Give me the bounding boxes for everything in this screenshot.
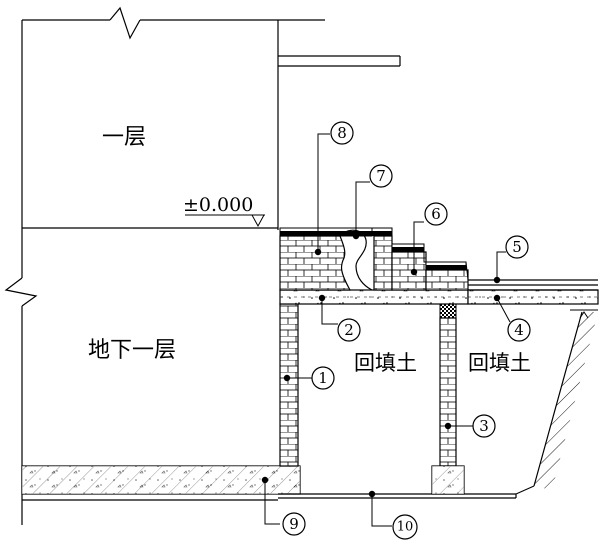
canopy-slab — [278, 55, 401, 67]
foundation-slab — [21, 465, 301, 495]
callout-2: 2 — [318, 294, 361, 342]
callout-6: 6 — [410, 202, 448, 276]
callout-5-number: 5 — [512, 238, 522, 256]
callout-7: 7 — [352, 164, 393, 240]
callout-4: 4 — [493, 294, 531, 342]
brick-pier — [431, 303, 465, 495]
callout-9: 9 — [261, 476, 306, 536]
callout-6-number: 6 — [431, 205, 441, 223]
callout-10: 10 — [368, 490, 418, 540]
callout-8: 8 — [314, 121, 354, 256]
room-label-ground-floor: 一层 — [102, 125, 146, 150]
concrete-bed-slab — [279, 289, 599, 305]
callout-4-number: 4 — [514, 321, 524, 339]
callout-8-number: 8 — [337, 124, 347, 142]
callout-3-number: 3 — [479, 417, 489, 435]
callout-5: 5 — [493, 235, 529, 284]
ground-paving — [468, 279, 598, 291]
brick-steps — [279, 227, 469, 291]
backfill-label-right: 回填土 — [468, 351, 531, 375]
brick-retaining-wall — [279, 303, 299, 467]
backfill-label-left: 回填土 — [354, 351, 417, 375]
callout-7-number: 7 — [376, 167, 386, 185]
callout-1-number: 1 — [318, 369, 328, 387]
callout-9-number: 9 — [289, 515, 299, 533]
level-mark-text: ±0.000 — [183, 194, 253, 216]
callout-3: 3 — [444, 414, 496, 438]
ground-base-line — [278, 493, 517, 499]
soil-excavation — [515, 309, 598, 495]
callout-1: 1 — [283, 366, 335, 390]
callout-10-number: 10 — [397, 520, 414, 535]
building-outline — [4, 6, 325, 525]
room-label-basement: 地下一层 — [88, 338, 176, 363]
callout-2-number: 2 — [344, 321, 354, 339]
level-marker: ±0.000 — [183, 194, 265, 228]
